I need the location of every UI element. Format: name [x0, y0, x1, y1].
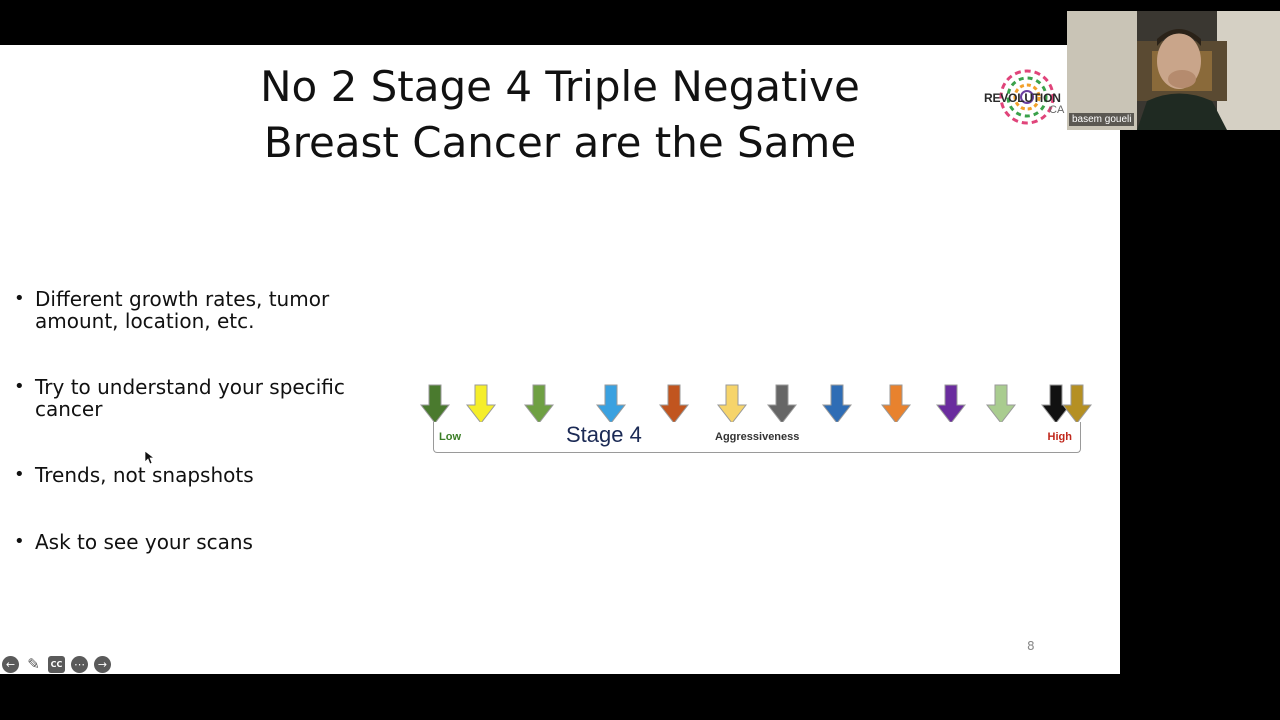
- slide-title: No 2 Stage 4 Triple Negative Breast Canc…: [160, 59, 960, 171]
- revolution-logo: REVOLUTION CA: [983, 67, 1073, 131]
- forward-arrow-icon[interactable]: →: [94, 656, 111, 673]
- aggressiveness-arrow: [465, 384, 497, 424]
- aggressiveness-arrow: [880, 384, 912, 424]
- participant-name-label: basem goueli: [1069, 113, 1135, 126]
- presentation-controls: ← ✎ CC ⋯ →: [2, 655, 122, 675]
- aggressiveness-arrow: [935, 384, 967, 424]
- flower-logo-icon: [999, 69, 1055, 125]
- presentation-slide: No 2 Stage 4 Triple Negative Breast Canc…: [0, 45, 1120, 674]
- aggressiveness-arrow: [658, 384, 690, 424]
- slide-page-number: 8: [1027, 639, 1035, 653]
- logo-subtext: CA: [1049, 104, 1065, 116]
- aggressiveness-arrow: [985, 384, 1017, 424]
- aggressiveness-arrow: [595, 384, 627, 424]
- aggressiveness-arrow: [1040, 384, 1072, 424]
- back-arrow-icon[interactable]: ←: [2, 656, 19, 673]
- scale-high-label: High: [1047, 431, 1072, 443]
- bullet-item: Different growth rates, tumor amount, lo…: [14, 288, 374, 332]
- more-icon[interactable]: ⋯: [71, 656, 88, 673]
- bullet-item: Ask to see your scans: [14, 531, 374, 553]
- scale-aggressiveness-label: Aggressiveness: [715, 431, 800, 443]
- pen-icon[interactable]: ✎: [27, 655, 40, 673]
- bullet-item: Try to understand your specific cancer: [14, 376, 374, 420]
- captions-icon[interactable]: CC: [48, 656, 65, 673]
- aggressiveness-arrow: [821, 384, 853, 424]
- slide-title-line2: Breast Cancer are the Same: [263, 118, 857, 167]
- bullet-item: Trends, not snapshots: [14, 464, 374, 486]
- logo-wordmark: REVOLUTION: [984, 91, 1061, 105]
- participant-video-tile[interactable]: basem goueli: [1067, 11, 1280, 130]
- aggressiveness-arrow: [419, 384, 451, 424]
- aggressiveness-arrows: [419, 384, 1093, 424]
- aggressiveness-arrow: [1061, 384, 1093, 424]
- aggressiveness-arrow: [716, 384, 748, 424]
- aggressiveness-arrow: [766, 384, 798, 424]
- aggressiveness-arrow: [523, 384, 555, 424]
- scale-stage-label: Stage 4: [566, 422, 642, 447]
- participant-video-feed: [1067, 11, 1280, 130]
- aggressiveness-scale-bar: Low Stage 4 Aggressiveness High: [433, 422, 1081, 453]
- slide-title-line1: No 2 Stage 4 Triple Negative: [260, 62, 860, 111]
- scale-low-label: Low: [439, 431, 461, 443]
- mouse-cursor-icon: [145, 451, 155, 465]
